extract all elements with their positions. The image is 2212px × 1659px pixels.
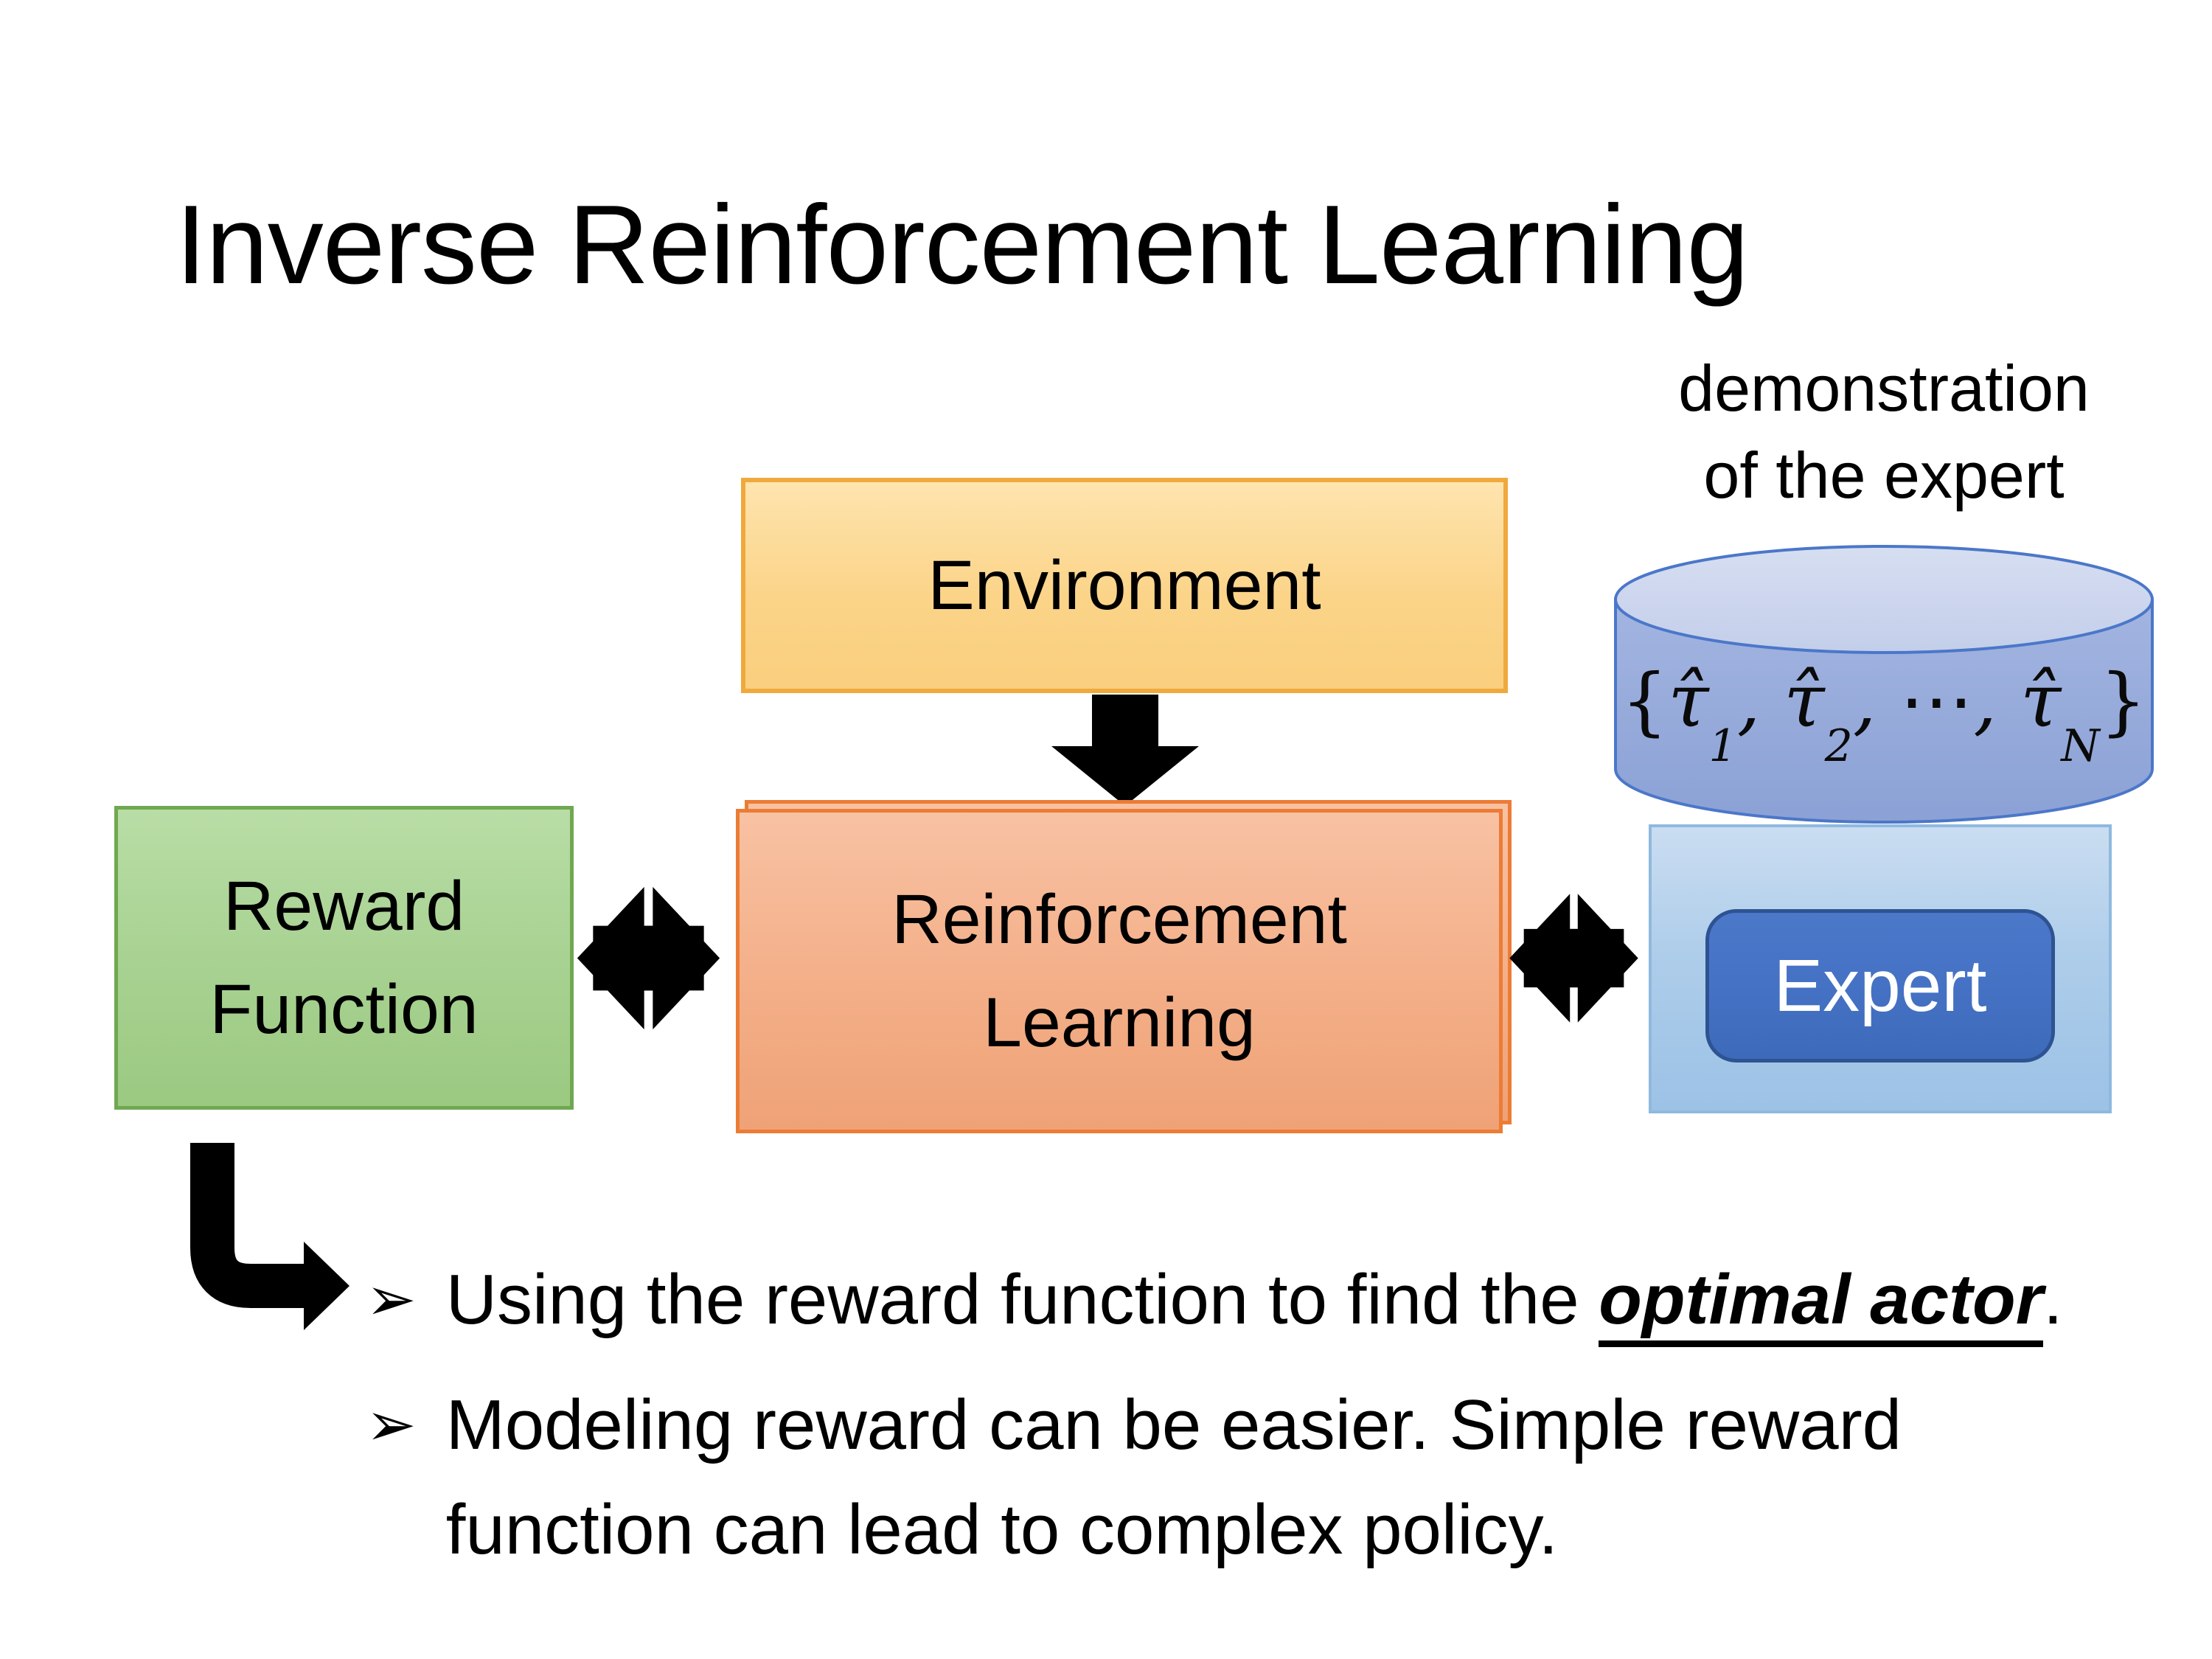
math-open-brace: { [1621, 658, 1669, 744]
expert-box: Expert [1705, 909, 2055, 1062]
trajectory-set-label: {τ̂1, τ̂2, ⋯, τ̂N} [1611, 658, 2157, 768]
math-comma-3: , [1973, 658, 2020, 744]
math-sub-2: 2 [1824, 720, 1853, 772]
bullet-1-text: Using the reward function to find the op… [446, 1248, 2063, 1352]
bullet-1-text-post: . [2043, 1260, 2063, 1339]
environment-to-rl-arrow-icon [1051, 695, 1199, 806]
bullet-item-1: ➢ Using the reward function to find the … [366, 1248, 2063, 1352]
math-tau-2: τ̂ [1784, 658, 1825, 744]
reinforcement-learning-label-line2: Learning [983, 984, 1256, 1062]
math-sub-n: N [2061, 720, 2100, 772]
bullet-arrow-icon: ➢ [366, 1390, 417, 1460]
math-sub-1: 1 [1708, 720, 1737, 772]
bullet-arrow-icon: ➢ [366, 1265, 417, 1335]
bullet-2-text-line2: function can lead to complex policy. [445, 1490, 1559, 1569]
bullet-2-text-line1: Modeling reward can be easier. Simple re… [445, 1385, 1902, 1464]
environment-box: Environment [741, 478, 1508, 693]
demonstration-label: demonstration of the expert [1563, 345, 2205, 519]
reinforcement-learning-box: Reinforcement Learning [736, 809, 1503, 1133]
slide-title: Inverse Reinforcement Learning [175, 182, 1749, 307]
reward-function-label-line1: Reward [223, 867, 465, 945]
database-cylinder-icon [1614, 545, 2154, 824]
reward-function-label-line2: Function [209, 970, 479, 1048]
math-comma-2: , [1852, 658, 1900, 744]
math-ellipsis: ⋯ [1899, 658, 1974, 744]
bullet-2-text: Modeling reward can be easier. Simple re… [446, 1373, 1902, 1582]
expert-label: Expert [1773, 945, 1987, 1027]
math-tau-1: τ̂ [1668, 658, 1709, 744]
math-tau-n: τ̂ [2020, 658, 2062, 744]
reward-rl-double-arrow-icon [577, 886, 720, 1030]
reward-to-bullets-bent-arrow-icon [190, 1143, 349, 1330]
demonstration-label-line2: of the expert [1703, 439, 2065, 512]
bullet-item-2: ➢ Modeling reward can be easier. Simple … [366, 1373, 1902, 1582]
environment-label: Environment [928, 546, 1321, 625]
rl-expert-double-arrow-icon [1509, 894, 1638, 1023]
bullet-1-emphasis: optimal actor [1599, 1260, 2044, 1347]
bullet-1-text-pre: Using the reward function to find the [445, 1260, 1599, 1339]
math-close-brace: } [2099, 658, 2147, 744]
demonstration-label-line1: demonstration [1678, 352, 2090, 425]
reinforcement-learning-label-line1: Reinforcement [891, 880, 1347, 959]
reward-function-box: Reward Function [114, 806, 574, 1110]
math-comma-1: , [1736, 658, 1784, 744]
